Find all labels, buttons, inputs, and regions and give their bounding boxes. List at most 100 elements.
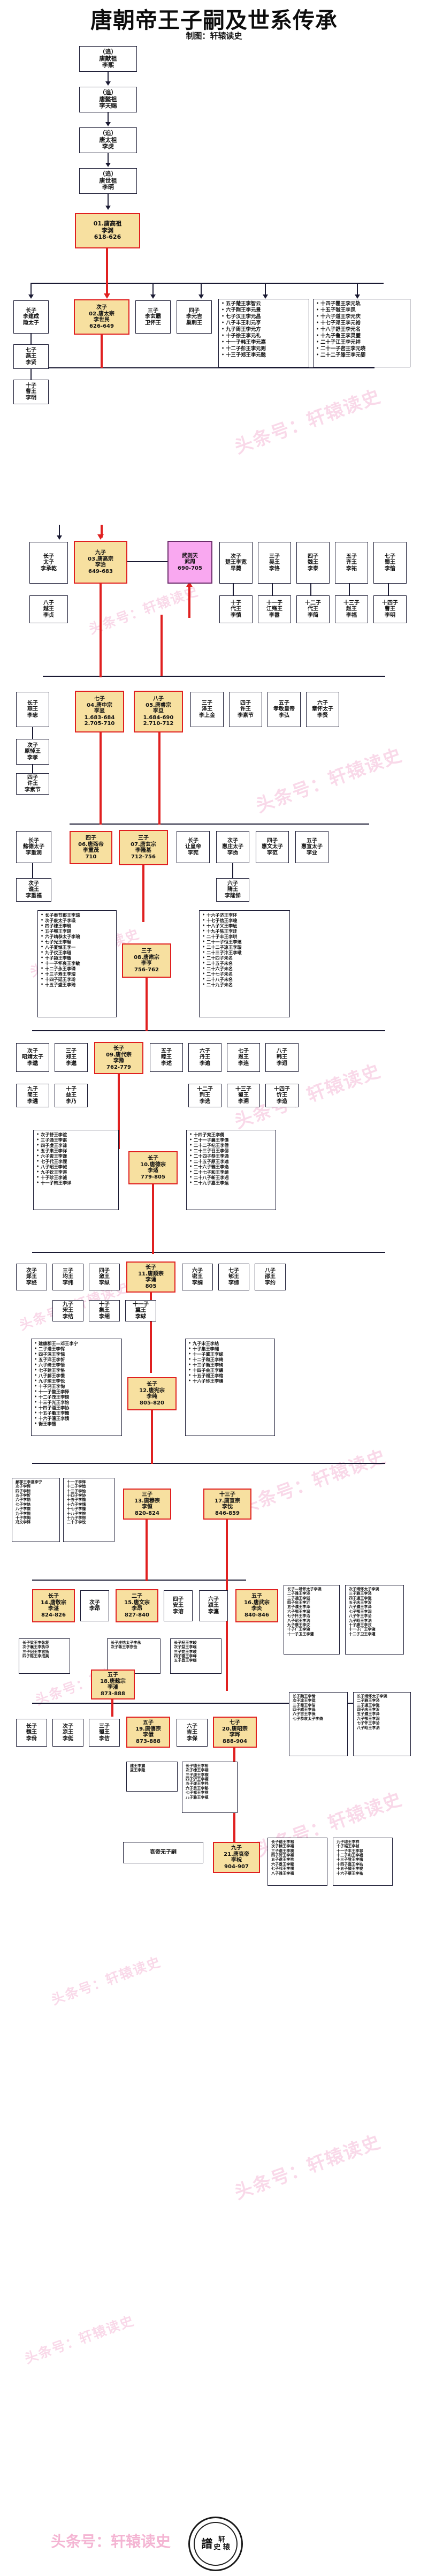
list-item: 十一子怀哀王李敏 xyxy=(41,961,114,966)
connector-red xyxy=(101,335,103,368)
prince-box: 次子 凉王 李侹 xyxy=(52,1719,83,1747)
arrow-down-icon xyxy=(105,206,111,210)
ancestor-box-taizu: （追） 唐太祖 李虎 xyxy=(79,127,137,153)
prince-box: 四子 惠文太子 李范 xyxy=(256,831,289,863)
ancestor-name: 李熙 xyxy=(102,62,114,69)
ancestor-tag: （追） xyxy=(99,130,117,137)
list-item: 冯文李怿 xyxy=(16,1520,31,1525)
birth-order: 次子 xyxy=(89,1599,100,1606)
list-item: 十子集王李缃 xyxy=(188,1346,273,1351)
prince-title: 惠庄太子 xyxy=(222,844,243,850)
prince-title: 宋王 xyxy=(63,1308,73,1314)
yizong-sons-list: 长子魏王李佾 次子凉王李侹 三子蜀王李佶 四子威王李偘 六子吉王李保 七子恭哀太… xyxy=(289,1692,348,1756)
list-item: 十五子衢王李憺 xyxy=(34,1410,120,1416)
birth-order: 五子 xyxy=(251,1593,262,1599)
ancestor-tag: （追） xyxy=(99,89,117,96)
list-item: 三子通王李滋 xyxy=(357,1702,380,1708)
prince-name: 李约 xyxy=(265,1280,276,1286)
emperor-box-aidi: 九子 21.唐哀帝 李柷 904-907 xyxy=(213,1842,260,1873)
list-item: 九子周王李元方 xyxy=(221,327,307,333)
list-item: 六子吉王李保 xyxy=(293,1711,316,1717)
prince-title: 荆王 xyxy=(200,1092,210,1099)
prince-box: 七子 恩王 李连 xyxy=(227,1043,260,1072)
jingzong-sons-list: 长子梁王李休复 次子襄王李执中 三子纪王李言扬 四子陈王李成美 xyxy=(19,1638,70,1674)
empress-name: 武则天 xyxy=(182,553,198,559)
wuzong-sons-list: 长子杞王李峻 次子益王李岘 三子兖王李岐 四子德王李峄 五子昌王李嵯 xyxy=(170,1638,221,1674)
birth-order: 三子 xyxy=(99,1723,110,1729)
emperor-title: 14.唐敬宗 xyxy=(41,1599,66,1606)
prince-title: 让皇帝 xyxy=(185,844,201,850)
connector xyxy=(30,283,32,297)
list-item: 二十一子襄王李僙 xyxy=(189,1137,274,1143)
list-item: 十一子李怿 xyxy=(67,1479,86,1484)
list-item: 次子废太子李瑛 xyxy=(41,918,114,923)
watermark: 头条号：轩辕读史 xyxy=(87,583,201,637)
birth-order: 次子 xyxy=(96,305,107,311)
xuanzong-sons-left-list: 长子奉节郡王李琮 次子废太子李瑛 四子棣王李琰 五子鄂王李瑶 六子靖恭太子李琬 … xyxy=(37,910,117,1017)
prince-title: 漵王 xyxy=(99,1274,110,1280)
birth-order: 长子 xyxy=(48,1593,59,1599)
prince-box: 十三子 赵王 李福 xyxy=(335,595,368,623)
arrow-down-icon xyxy=(263,294,268,299)
emperor-box-wuzong: 五子 16.唐武宗 李炎 840-846 xyxy=(235,1589,278,1622)
prince-name: 李溶 xyxy=(173,1608,184,1615)
prince-list: 九子琼王李祥 十子端王李祯 十一子丰王李祁 十二子和王李福 十三子登王李禧 十四… xyxy=(335,1839,391,1876)
list-item: 三子通王李谌 xyxy=(36,1137,117,1143)
list-item: 十子沔王李恂 xyxy=(34,1384,120,1389)
emperor-reign: 618-626 xyxy=(94,233,121,241)
prince-box: 五子 齐王 李祐 xyxy=(335,542,368,584)
prince-box: 三子 蜀王 李佶 xyxy=(89,1719,120,1747)
list-item: 九子仪王李璲 xyxy=(41,950,114,955)
list-item: 五子楚王李智云 xyxy=(221,301,307,307)
emperor-reign: 904-907 xyxy=(224,1863,249,1870)
list-item: 十一子广王李澭 xyxy=(349,1627,376,1632)
birth-order: 四子 xyxy=(308,553,318,560)
list-item: 十子李恂 xyxy=(16,1515,31,1520)
list-item: 四子深王李悰 xyxy=(34,1351,120,1357)
birth-order: 三子 xyxy=(202,700,212,706)
birth-order: 七子 xyxy=(230,1720,240,1726)
emperor-title: 13.唐穆宗 xyxy=(134,1498,160,1504)
prince-box: 九子 宋王 李结 xyxy=(52,1300,83,1321)
emperor-name: 李晔 xyxy=(230,1732,240,1738)
connector xyxy=(32,727,33,739)
prince-title: 代王 xyxy=(231,606,241,613)
birth-order: 四子 xyxy=(86,835,96,841)
emperor-box-xianzong: 长子 12.唐宪宗 李纯 805-820 xyxy=(127,1377,177,1410)
prince-box: 七子 蜀王 李愔 xyxy=(373,542,407,584)
xianzong-sons-list: 建康郡王—邓王李宁 二子澧王李恽 四子深王李悰 五子洋王李忻 六子绛王李悟 七子… xyxy=(31,1339,122,1436)
prince-title: 蜀王 xyxy=(385,560,395,566)
prince-title: 隐太子 xyxy=(23,320,39,326)
connector xyxy=(233,584,234,595)
prince-title: 越王 xyxy=(43,606,54,613)
list-item: 三子雅王李泾 xyxy=(349,1591,372,1596)
emperor-title: 10.唐德宗 xyxy=(140,1161,166,1168)
prince-name: 李纬 xyxy=(63,1280,73,1286)
list-item: 八子丰王利元亨 xyxy=(221,320,307,327)
prince-title: 简王 xyxy=(27,1092,38,1099)
emperor-title: 21.唐哀帝 xyxy=(224,1851,249,1857)
list-item: 二十四子未名 xyxy=(202,955,288,961)
prince-note: 早薨 xyxy=(231,565,241,572)
prince-title: 隋王 xyxy=(227,887,238,893)
list-item: 二十三子汴王李璥 xyxy=(202,950,288,955)
prince-list: 建王李震 益王李陞 xyxy=(129,1763,175,1773)
birth-order: 十三子 xyxy=(343,600,360,606)
connector-red xyxy=(101,525,103,538)
shunzong-sons-list: 九子宋王李结 十子集王李缃 十一子冀王李絿 十二子和王李绮 十三子衡王李绚 十四… xyxy=(185,1339,275,1436)
emperor-name: 李忱 xyxy=(222,1504,233,1510)
list-item: 七子怀王李洽 xyxy=(357,1720,380,1726)
arrow-down-icon xyxy=(198,294,204,299)
prince-title: 懿德太子 xyxy=(23,844,44,850)
list-item: 次子李恽 xyxy=(16,1484,31,1489)
prince-box: 四子 许王 李素节 xyxy=(229,692,262,727)
birth-order: 六子 xyxy=(227,880,238,887)
list-item: 次子益王李岘 xyxy=(174,1644,197,1650)
birth-order: 十子 xyxy=(231,600,241,606)
birth-order: 六子 xyxy=(208,1596,219,1603)
prince-title: 谯王 xyxy=(28,887,39,893)
prince-title: 安王 xyxy=(173,1603,184,1609)
prince-list: 长子—靖怀太子李渼 二子雅王李泾 三子通王李滋 四子庆王李沂 五子濮王李泽 六子… xyxy=(286,1587,338,1636)
birth-order: 次子 xyxy=(28,880,39,887)
birth-order: 次子 xyxy=(63,1723,73,1729)
